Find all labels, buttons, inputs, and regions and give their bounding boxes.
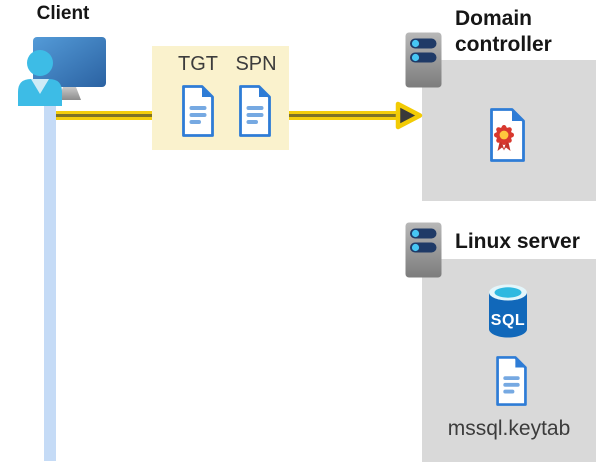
- client-label: Client: [36, 3, 90, 24]
- linux-server-label: Linux server: [455, 230, 580, 253]
- linux-server-icon: [405, 222, 442, 278]
- sql-icon-text: SQL: [491, 312, 525, 329]
- tgt-label: TGT: [178, 53, 218, 75]
- domain-controller-label: Domain controller: [455, 7, 552, 56]
- domain-controller-server-icon: [405, 32, 442, 88]
- keytab-document-icon: [496, 356, 527, 406]
- sql-database-icon: SQL: [489, 284, 527, 338]
- keytab-filename-label: mssql.keytab: [447, 417, 571, 440]
- tgt-document-icon: [182, 85, 214, 137]
- client-computer-icon: [18, 37, 106, 106]
- certificate-icon: [490, 108, 525, 162]
- spn-label: SPN: [235, 53, 277, 75]
- spn-document-icon: [239, 85, 271, 137]
- auth-request-arrow-head-icon: [395, 101, 423, 130]
- client-connection-line: [44, 97, 56, 461]
